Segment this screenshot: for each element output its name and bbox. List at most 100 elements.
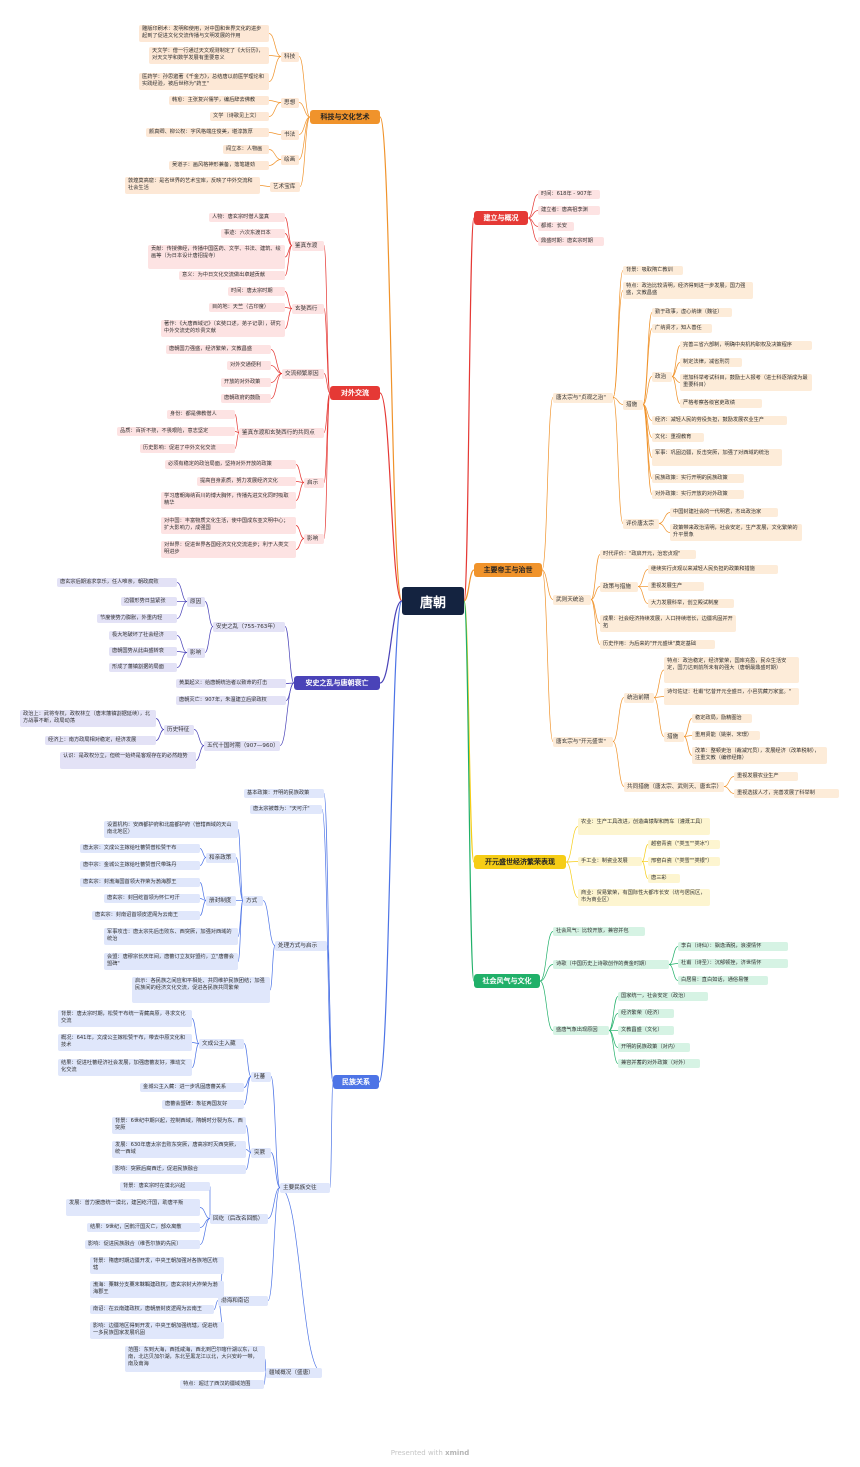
t-d2-node[interactable]: 发展：曾力援唐统一漠北，建回纥汗国，助唐平叛 bbox=[66, 1199, 200, 1216]
c-s3-node[interactable]: 唐三彩 bbox=[648, 874, 680, 883]
f-l16-node[interactable]: 提高自身素质，努力发展经济文化 bbox=[197, 477, 296, 486]
p-p1-node[interactable]: 完善三省六部制，明确中央机构职权及决策程序 bbox=[680, 341, 812, 350]
f-n6-node[interactable]: 影响 bbox=[304, 534, 324, 544]
s-l8-node[interactable]: 吴道子：画风格神形兼备，落笔雄劲 bbox=[169, 161, 269, 170]
t-b5-node[interactable]: 唐蕃会盟碑：象征两国友好 bbox=[162, 1100, 244, 1109]
t-a9-node[interactable]: 启示：各民族之间应和平相处、共同维护民族团结；加强民族间的经济文化交流，促进各民… bbox=[132, 977, 270, 1003]
a-n5-node[interactable]: 历史特征 bbox=[164, 725, 194, 735]
t-n1-node[interactable]: 基本政策：开明的民族政策 bbox=[244, 789, 324, 798]
f-l18-node[interactable]: 对中国：丰富物质文化生活，使中国成东亚文明中心；扩大影响力，成强国 bbox=[161, 517, 296, 534]
f-n2-node[interactable]: 玄奘西行 bbox=[292, 304, 324, 314]
t-n6-node[interactable]: 册封制度 bbox=[206, 896, 236, 906]
a-n3-node[interactable]: 影响 bbox=[187, 648, 205, 658]
p-m5-node[interactable]: 文化：重视教育 bbox=[652, 433, 704, 442]
c-l2-node[interactable]: 手工业：制瓷业发展 bbox=[578, 857, 642, 866]
f-l14-node[interactable]: 历史影响：促进了中外文化交流 bbox=[140, 444, 235, 453]
p-w7-node[interactable]: 历史作用：为后来的"开元盛世"奠定基础 bbox=[600, 640, 715, 649]
p-x8-node[interactable]: 共同措施（唐太宗、武则天、唐玄宗） bbox=[624, 782, 724, 792]
t-n9-node[interactable]: 文成公主入藏 bbox=[199, 1039, 244, 1049]
t-n7-node[interactable]: 主要民族交往 bbox=[280, 1183, 330, 1193]
s-l1-node[interactable]: 雕版印刷术：发明和使用，对中国和世界文化的进步起到了促进文化交流传播与文明发展的… bbox=[139, 25, 269, 42]
m-econ-node[interactable]: 开元盛世经济繁荣表现 bbox=[474, 855, 566, 869]
s-n2-node[interactable]: 思想 bbox=[281, 98, 299, 108]
t-c1-node[interactable]: 背景：6世纪中期兴起，控制西域，隋朝时分裂为东、西突厥 bbox=[112, 1117, 246, 1134]
a-r7-node[interactable]: 黄巢起义：给唐朝统治者以致命的打击 bbox=[176, 679, 286, 688]
a-f3-node[interactable]: 认识：是政权分立，但统一始终是客观存在的必然趋势 bbox=[60, 752, 196, 769]
s-l6-node[interactable]: 颜真卿、柳公权：字风格端庄俊美，堪淳敦厚 bbox=[146, 128, 269, 137]
p-m1-node[interactable]: 勤于政事，虚心纳谏（魏征） bbox=[652, 308, 732, 317]
p-x9-node[interactable]: 重视发展农业生产 bbox=[734, 772, 798, 781]
t-a6-node[interactable]: 唐玄宗：封南诏首领皮逻阁为云南王 bbox=[92, 911, 200, 920]
s-n3-node[interactable]: 书法 bbox=[281, 130, 299, 140]
t-b1-node[interactable]: 背景：唐太宗时期，松赞干布统一青藏高原，寻求文化交流 bbox=[58, 1010, 192, 1027]
a-f2-node[interactable]: 经济上：南方政局相对稳定，经济发展 bbox=[45, 736, 156, 745]
c-s1-node[interactable]: 越窑青瓷（"类玉""类冰"） bbox=[648, 840, 720, 849]
f-n5-node[interactable]: 启示 bbox=[304, 478, 324, 488]
t-f1-node[interactable]: 范围：东到大海，西抵咸海，西北到巴尔喀什湖以东，以南，北达贝加尔湖，东北至黑龙江… bbox=[125, 1346, 265, 1372]
root-topic[interactable]: 唐朝 bbox=[402, 587, 464, 615]
t-n11-node[interactable]: 回纥（后改名回鹘） bbox=[210, 1214, 268, 1224]
o-p2-node[interactable]: 杜甫（诗圣）：沉郁顿挫，济世情怀 bbox=[678, 959, 788, 968]
t-e3-node[interactable]: 南诏：在云南建政权，唐朝册封皮逻阁为云南王 bbox=[90, 1305, 214, 1314]
p-t1-node[interactable]: 背景：吸取隋亡教训 bbox=[623, 266, 683, 275]
p-w2-node[interactable]: 政策与措施 bbox=[600, 582, 638, 592]
t-n8-node[interactable]: 吐蕃 bbox=[251, 1072, 271, 1082]
s-l5-node[interactable]: 文学（诗歌见上文） bbox=[210, 112, 269, 121]
t-n4-node[interactable]: 方式 bbox=[243, 896, 263, 906]
f-l2-node[interactable]: 事迹：六次东渡日本 bbox=[221, 229, 285, 238]
p-m6-node[interactable]: 军事：巩固边疆，反击突厥，加强了对西域的统治 bbox=[652, 449, 782, 466]
t-b4-node[interactable]: 金城公主入藏：进一步巩固唐蕃关系 bbox=[140, 1083, 244, 1092]
e-l4-node[interactable]: 鼎盛时期：唐玄宗时期 bbox=[538, 237, 604, 246]
f-l6-node[interactable]: 目的地：天竺（古印度） bbox=[209, 303, 285, 312]
m-anshi-node[interactable]: 安史之乱与唐朝衰亡 bbox=[294, 676, 380, 690]
a-r8-node[interactable]: 唐朝灭亡：907年，朱温建立后梁政权 bbox=[176, 696, 286, 705]
o-r4-node[interactable]: 开明的民族政策（对内） bbox=[618, 1043, 690, 1052]
c-s2-node[interactable]: 邢窑白瓷（"类雪""类银"） bbox=[648, 857, 720, 866]
s-n1-node[interactable]: 科技 bbox=[281, 52, 299, 62]
p-x10-node[interactable]: 重视选拔人才，完善发展了科举制 bbox=[734, 789, 839, 798]
t-e4-node[interactable]: 影响：边疆地区得到开发，中央王朝加强统辖，促进统一多民族国家发展巩固 bbox=[90, 1322, 224, 1339]
t-b2-node[interactable]: 概况：641年，文成公主嫁松赞干布，带去中原文化和技术 bbox=[58, 1034, 192, 1051]
p-w5-node[interactable]: 大力发展科举，创立殿试制度 bbox=[648, 599, 734, 608]
p-m7-node[interactable]: 民族政策：实行开明的民族政策 bbox=[652, 474, 744, 483]
f-n4-node[interactable]: 鉴真东渡和玄奘西行的共同点 bbox=[239, 428, 324, 438]
m-eth-node[interactable]: 民族关系 bbox=[333, 1075, 379, 1089]
p-b2-node[interactable]: 武则天统治 bbox=[553, 595, 591, 605]
o-l3-node[interactable]: 盛唐气象出现原因 bbox=[553, 1026, 609, 1035]
a-r2-node[interactable]: 边疆形势日益紧张 bbox=[121, 597, 177, 606]
t-d1-node[interactable]: 背景：唐玄宗时在漠北兴起 bbox=[120, 1182, 210, 1191]
a-n1-node[interactable]: 安史之乱（755-763年） bbox=[213, 622, 285, 632]
t-d3-node[interactable]: 结果：9世纪，回鹘汗国灭亡，部众离散 bbox=[87, 1223, 200, 1232]
t-n13-node[interactable]: 疆域概况（盛唐） bbox=[266, 1368, 322, 1378]
t-a4-node[interactable]: 唐玄宗：封渤海国首领大祚荣为渤海郡王 bbox=[80, 878, 200, 887]
c-l3-node[interactable]: 商业：贸易繁荣，有国际性大都市长安（坊与居民区，市为商业区） bbox=[578, 889, 710, 906]
p-x4-node[interactable]: 措施 bbox=[664, 732, 684, 742]
f-l12-node[interactable]: 身份：都是佛教僧人 bbox=[167, 410, 235, 419]
p-w4-node[interactable]: 重视发展生产 bbox=[648, 582, 704, 591]
a-r6-node[interactable]: 形成了藩镇割据的局面 bbox=[109, 663, 177, 672]
t-d4-node[interactable]: 影响：促进民族融合（维吾尔族的先民） bbox=[85, 1240, 200, 1249]
a-r4-node[interactable]: 极大地破坏了社会经济 bbox=[109, 631, 177, 640]
e-l3-node[interactable]: 都城：长安 bbox=[538, 222, 574, 231]
p-e1-node[interactable]: 中国封建社会的一代明君，杰出政治家 bbox=[670, 508, 778, 517]
t-a5-node[interactable]: 唐玄宗：封回纥首领为怀仁可汗 bbox=[104, 894, 200, 903]
o-r3-node[interactable]: 文教昌盛（文化） bbox=[618, 1026, 674, 1035]
o-p3-node[interactable]: 白居易：直白如话，通俗易懂 bbox=[678, 976, 768, 985]
o-l1-node[interactable]: 社会风气：比较开放，兼容并包 bbox=[553, 927, 645, 936]
t-a8-node[interactable]: 会盟：唐穆宗长庆年间，唐蕃订立友好盟约，立"唐蕃会盟碑" bbox=[104, 953, 238, 970]
t-n5-node[interactable]: 和亲政策 bbox=[206, 853, 236, 863]
t-n10-node[interactable]: 突厥 bbox=[251, 1148, 271, 1158]
e-l1-node[interactable]: 时间：618年 - 907年 bbox=[538, 190, 600, 199]
m-foreign-node[interactable]: 对外交流 bbox=[330, 386, 380, 400]
f-l15-node[interactable]: 必须有稳定的政治局面，坚持对外开放的政策 bbox=[165, 460, 296, 469]
t-b3-node[interactable]: 结果：促进吐蕃经济社会发展，加强唐蕃友好，推动文化交流 bbox=[58, 1059, 192, 1076]
f-l17-node[interactable]: 学习唐朝海纳百川的博大胸怀，传播先进文化同时吸取精华 bbox=[161, 492, 296, 509]
p-t4-node[interactable]: 评价唐太宗 bbox=[623, 519, 659, 529]
p-w6-node[interactable]: 成果：社会经济持续发展，人口持续增长，边疆巩固并开拓 bbox=[600, 615, 736, 632]
t-e2-node[interactable]: 渤海：粟靺分支粟末靺鞨建政权，唐玄宗封大祚荣为渤海郡王 bbox=[90, 1281, 224, 1298]
e-l2-node[interactable]: 建立者：唐高祖李渊 bbox=[538, 206, 600, 215]
o-r5-node[interactable]: 兼容并蓄的对外政策（对外） bbox=[618, 1059, 700, 1068]
p-b1-node[interactable]: 唐太宗与"贞观之治" bbox=[553, 393, 613, 403]
s-l7-node[interactable]: 阎立本：人物画 bbox=[223, 145, 269, 154]
p-m3-node[interactable]: 政治 bbox=[652, 372, 672, 382]
